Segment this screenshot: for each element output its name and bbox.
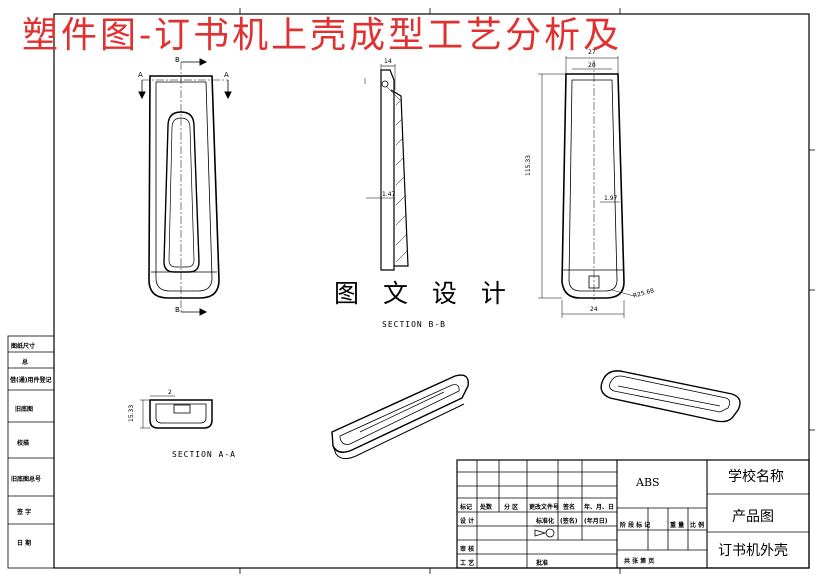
side-label: 签 字	[17, 509, 32, 516]
dim-label: 115.33	[525, 155, 532, 176]
section-aa-label: SECTION A-A	[172, 450, 236, 459]
dim-label: A	[138, 71, 143, 79]
tb-std: 标准化	[536, 518, 555, 525]
dim-label: 1.97	[604, 195, 618, 202]
material-value: ABS	[636, 476, 660, 489]
center-caption: 图 文 设 计	[334, 279, 514, 308]
drawing-title: 塑件图-订书机上壳成型工艺分析及	[22, 15, 623, 56]
title-block-grid	[456, 459, 810, 569]
tb-header: 分 区	[504, 504, 519, 511]
tb-header: 更改文件号	[529, 504, 560, 511]
dim-label: 24	[590, 306, 598, 313]
dim-label: A	[224, 71, 229, 79]
side-label: 校描	[17, 440, 30, 447]
iso-view-1	[331, 374, 469, 460]
side-label: 旧底图	[15, 406, 34, 413]
section-bb-view	[364, 64, 409, 271]
sheet-frame	[53, 13, 810, 569]
dim-label: B	[175, 306, 180, 314]
tb-weight: 重 量	[670, 522, 685, 529]
side-label: 借(通)用件登记	[10, 377, 52, 384]
tb-header: 标记	[460, 504, 473, 511]
drawing-type: 产品图	[732, 509, 774, 525]
dim-label: 27	[588, 49, 596, 56]
school-name: 学校名称	[728, 469, 784, 485]
side-label: 旧底图总号	[11, 476, 42, 483]
dim-label: 20	[588, 62, 596, 69]
tb-review: 审 核	[460, 546, 475, 553]
tb-header: 签名	[563, 504, 576, 511]
dim-label: 2	[168, 389, 172, 396]
tb-sheets: 共 张 第 页	[624, 558, 655, 565]
dim-label: 15.33	[128, 404, 135, 422]
side-label: 总	[22, 359, 29, 366]
tb-scale: 比 例	[690, 522, 705, 529]
side-label: 日 期	[17, 540, 32, 547]
part-name: 订书机外壳	[718, 543, 788, 559]
front-view	[138, 58, 232, 316]
dim-label: B	[175, 56, 180, 64]
section-bb-label: SECTION B-B	[382, 320, 446, 329]
section-aa-view	[140, 395, 213, 429]
iso-view-2	[600, 370, 741, 423]
dim-label: 14	[384, 58, 392, 65]
tb-approve: 批准	[536, 560, 549, 567]
dim-label: 1.47	[382, 191, 396, 198]
tb-header: 年、月、日	[584, 504, 615, 511]
side-label: 图纸尺寸	[11, 343, 36, 350]
right-view	[538, 56, 635, 318]
tb-process: 工 艺	[460, 560, 475, 567]
tb-design: 设 计	[460, 518, 475, 525]
zone-ticks	[239, 8, 815, 574]
tb-std-sign: (签名)	[560, 518, 578, 525]
tb-header: 处数	[480, 504, 493, 511]
side-strip	[7, 335, 55, 569]
tb-stage: 阶 段 标 记	[620, 522, 651, 529]
tb-std-date: (年月日)	[584, 518, 608, 525]
